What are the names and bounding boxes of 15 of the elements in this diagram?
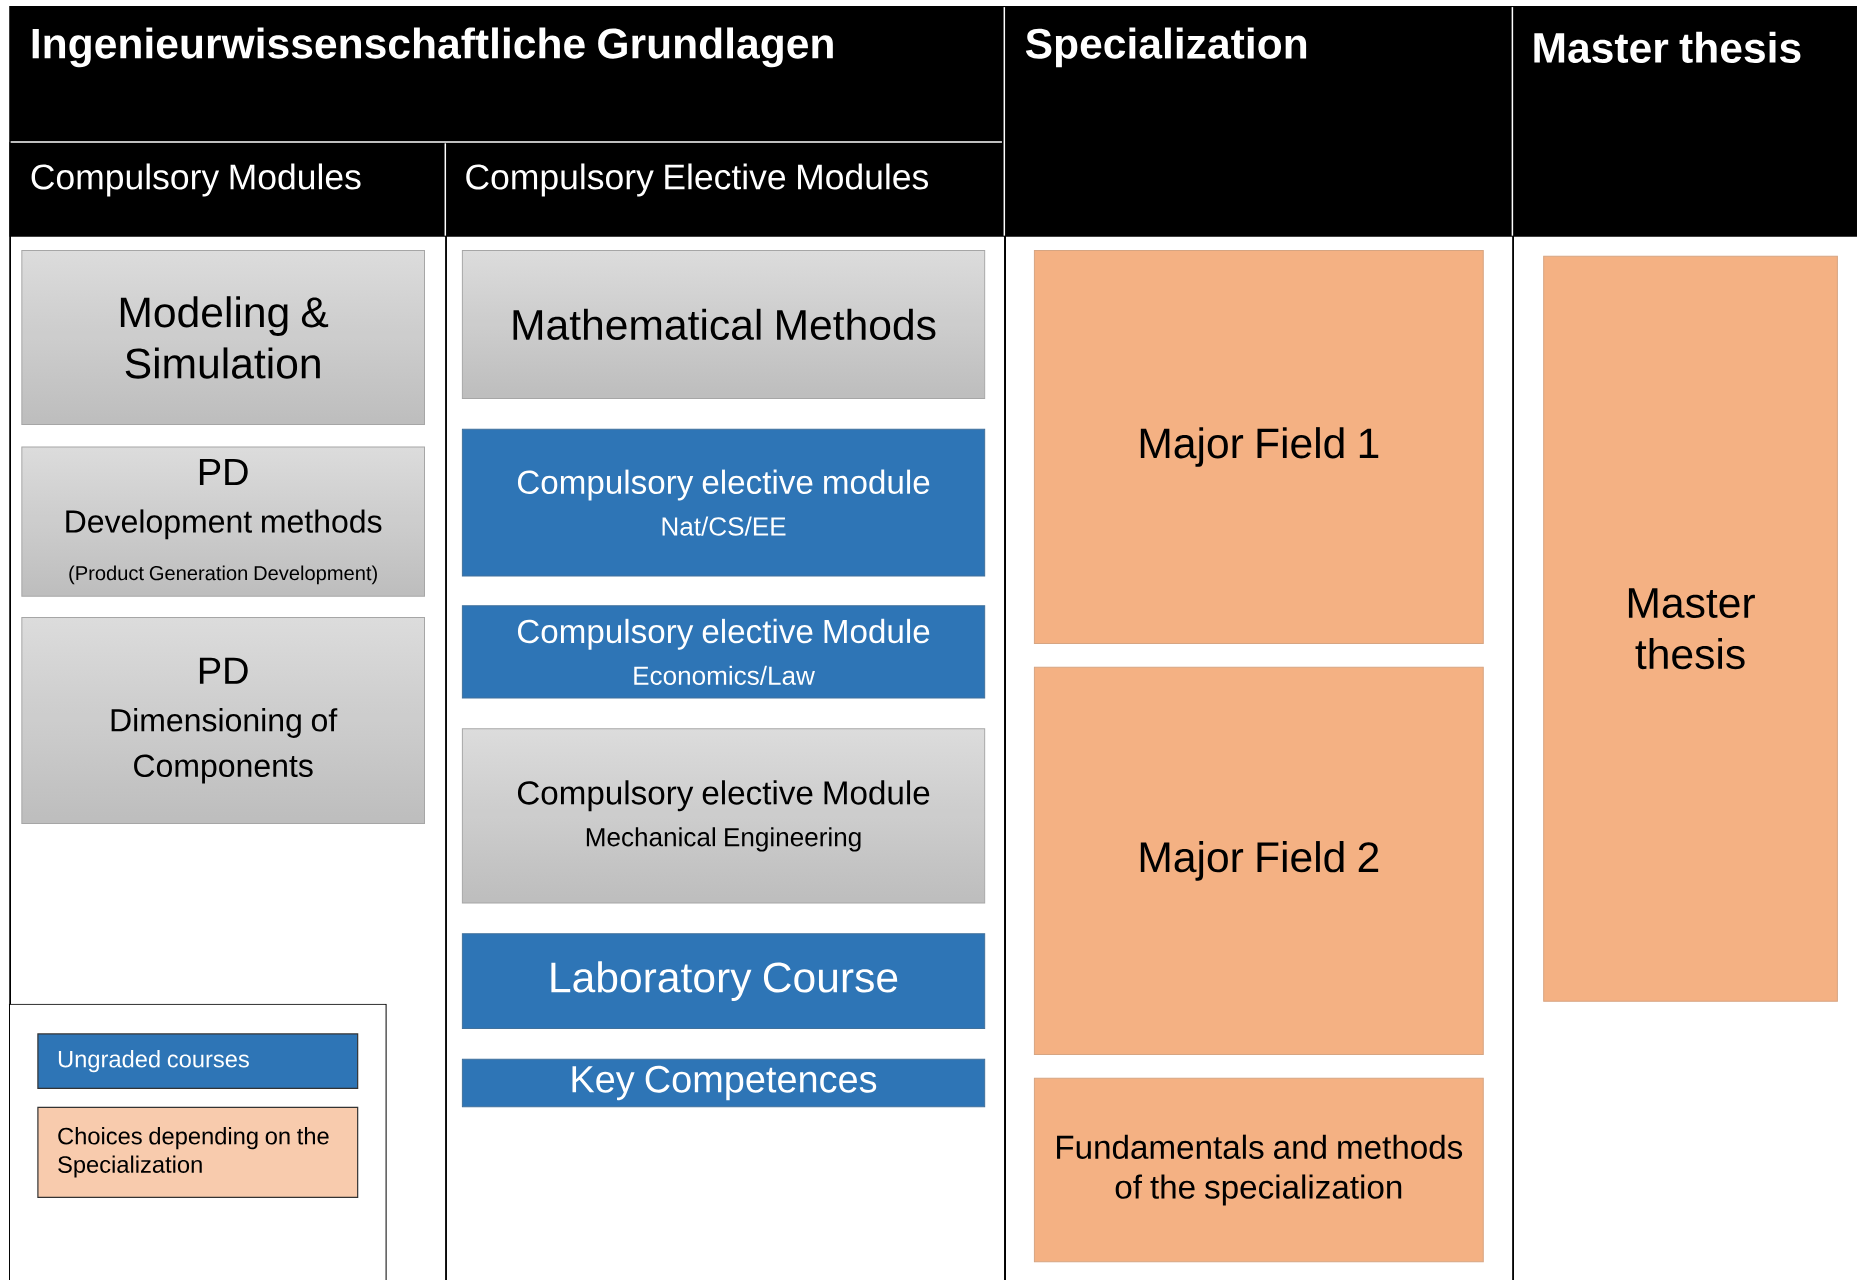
module-box: Master thesis (1543, 255, 1838, 1002)
module-box: Mathematical Methods (461, 249, 986, 399)
module-box: Compulsory elective module Nat/CS/EE (461, 428, 986, 577)
module-box: PD Development methods (Product Generation Development) (21, 446, 425, 597)
legend-text: Choices depending on the Specialization (58, 1127, 329, 1178)
module-box: PD Dimensioning of Components (21, 617, 425, 825)
module-box: Major Field 1 (1033, 249, 1484, 645)
legend-text: Ungraded courses (58, 1050, 249, 1073)
module-box: Compulsory elective Module Economics/Law (461, 605, 986, 699)
module-box: Compulsory elective Module Mechanical Engineering (461, 728, 986, 904)
module-box: Laboratory Course (461, 933, 986, 1029)
module-box: Modeling & Simulation (21, 249, 425, 425)
module-box: Fundamentals and methods of the specialization (1033, 1077, 1484, 1263)
module-box: Major Field 2 (1033, 666, 1484, 1056)
module-box: Key Competences (461, 1058, 986, 1108)
